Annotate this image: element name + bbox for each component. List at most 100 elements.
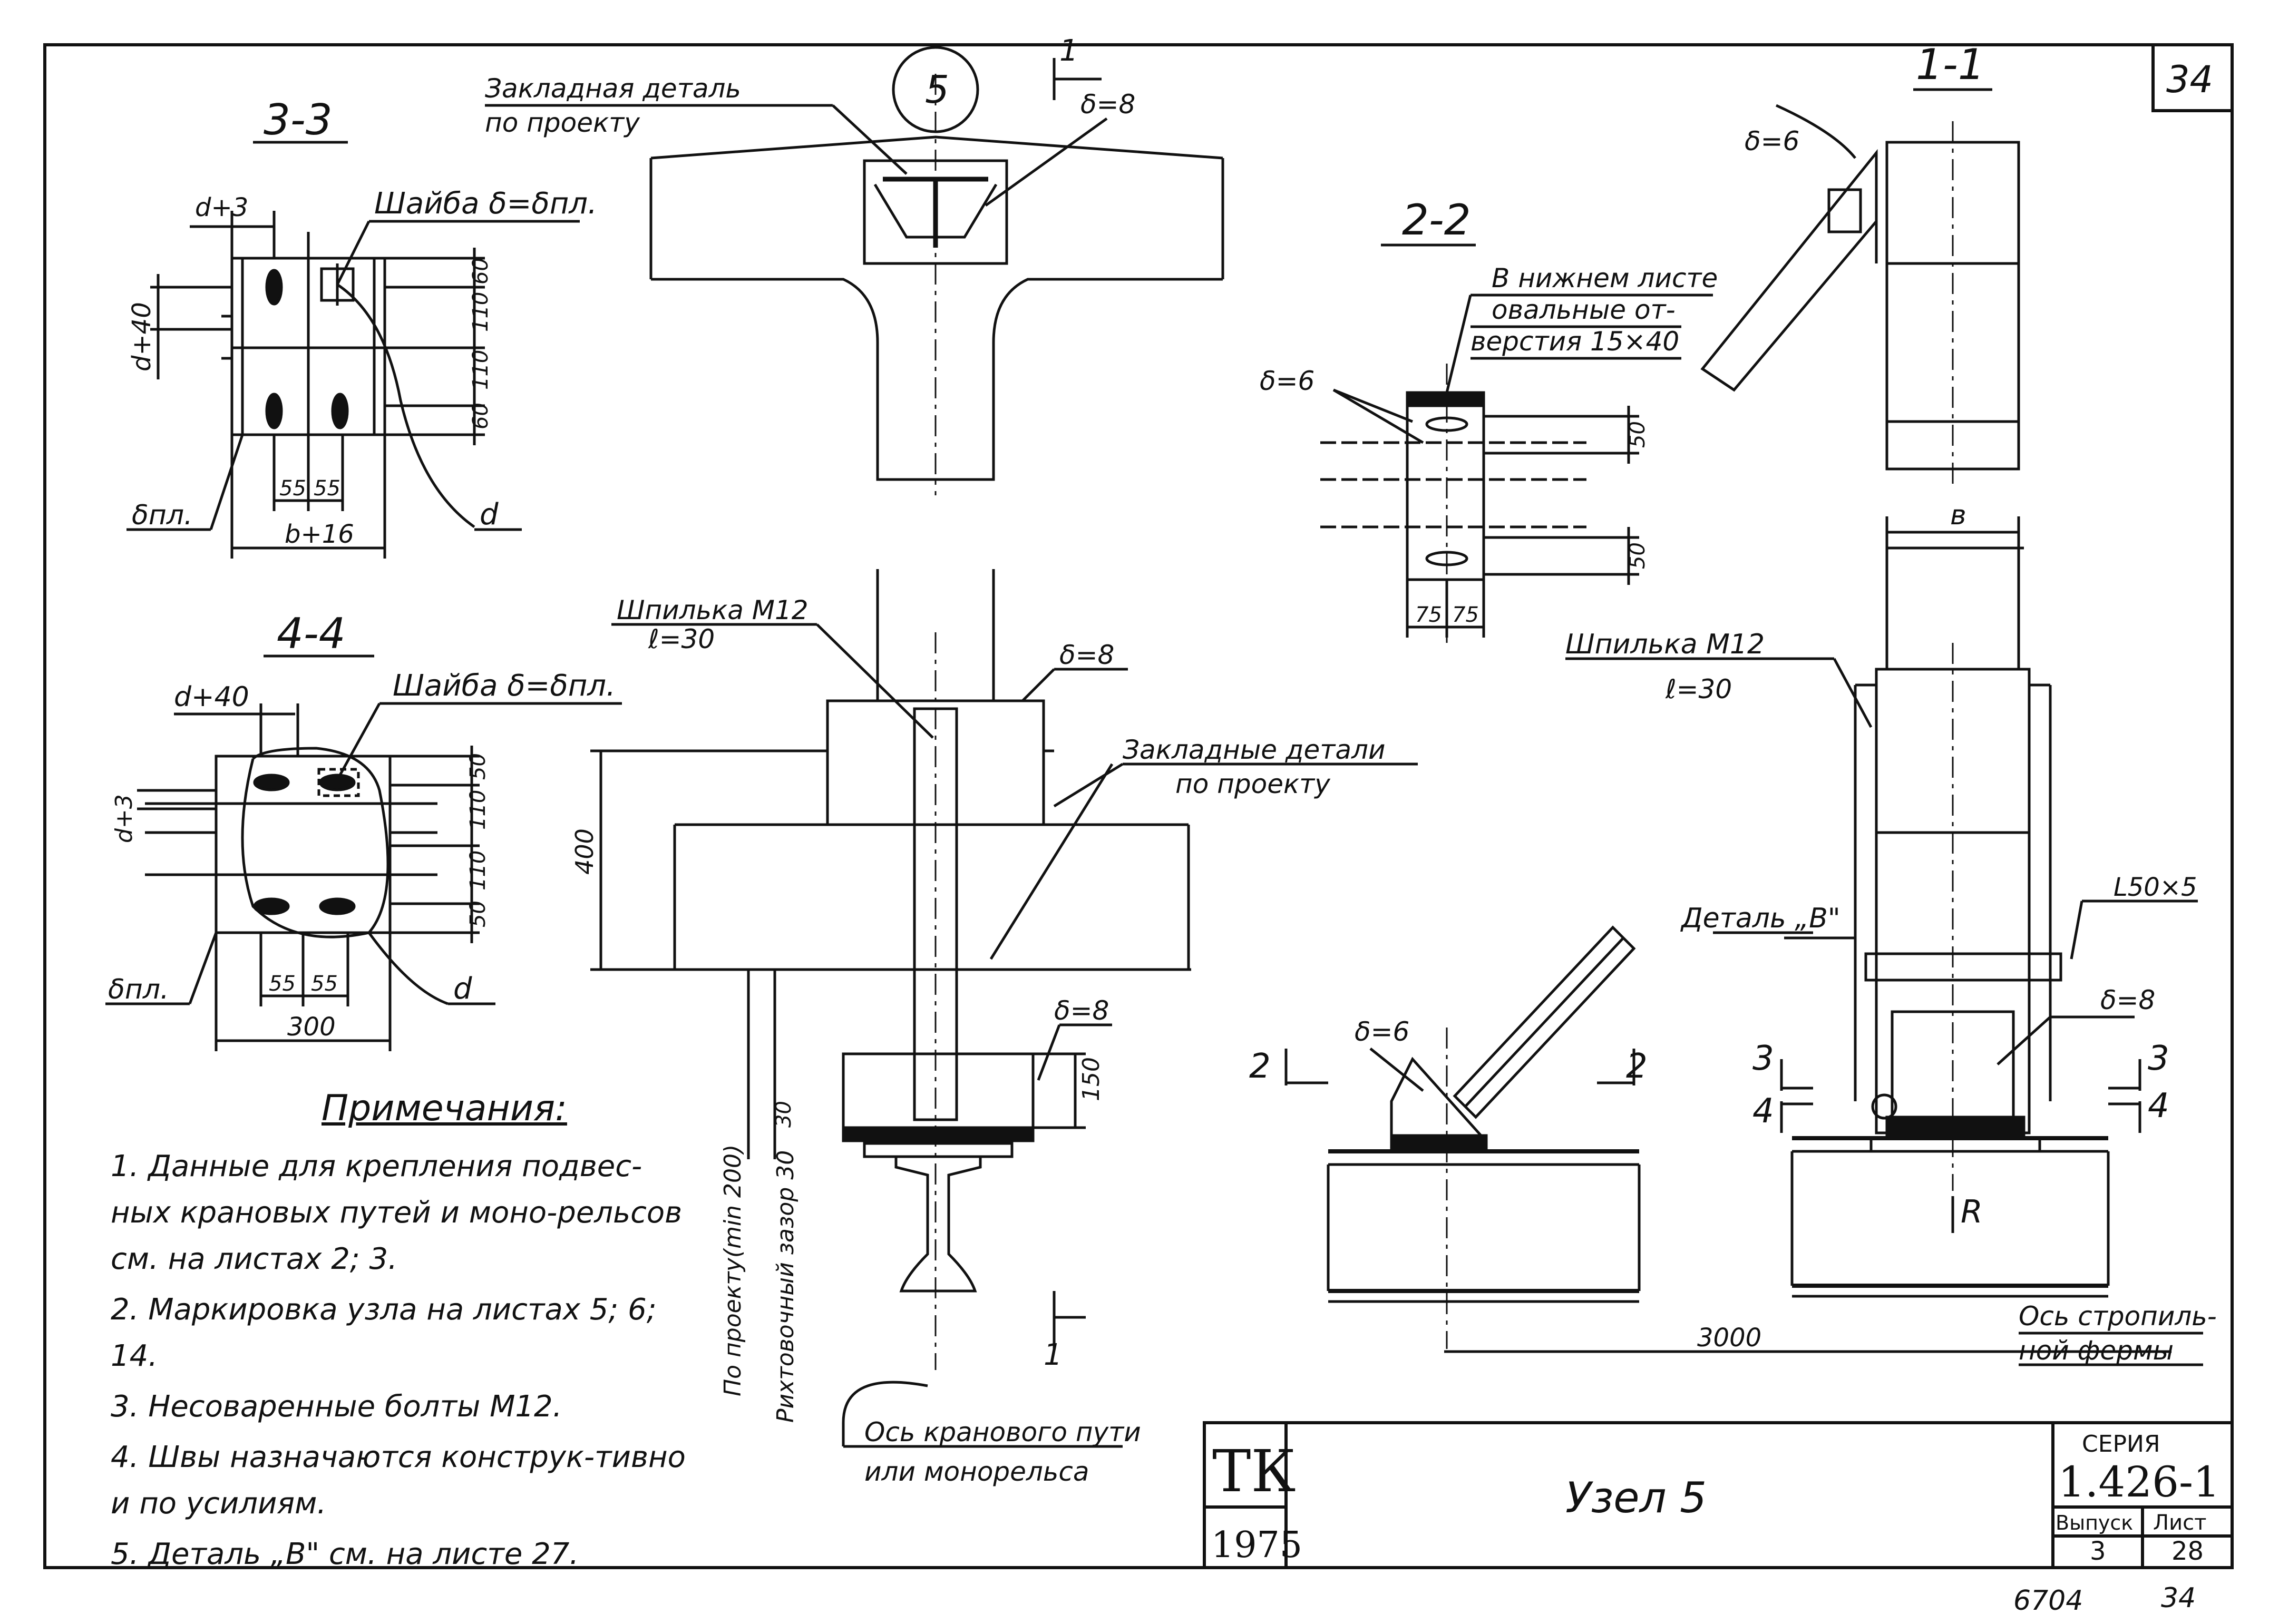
section-1-1-delta8: δ=8 — [2100, 985, 2155, 1015]
title-block-title: Узел 5 — [1565, 1473, 1707, 1522]
section-1-1-mark-4-right: 4 — [2148, 1087, 2169, 1126]
footer-page: 34 — [2161, 1582, 2196, 1614]
brace-mark-2-right: 2 — [1626, 1047, 1648, 1086]
top-embedded-label-2: по проекту — [485, 107, 640, 138]
section-4-4-dim-d40: d+40 — [174, 681, 249, 713]
section-1-1-detail-b: Деталь „В" — [1680, 903, 1840, 934]
section-3-3-dim-width: b+16 — [285, 520, 354, 549]
notes-heading: Примечания: — [322, 1088, 567, 1129]
section-4-4-dim-bottom-1: 55 — [269, 972, 296, 996]
section-1-1-title: 1-1 — [1916, 40, 1985, 89]
center-delta8-top: δ=8 — [1059, 640, 1114, 670]
center-cut-mark: 1 — [1044, 1338, 1063, 1372]
center-vertical-label-2: Рихтовочный зазор 30 — [772, 1150, 799, 1423]
section-2-2-note-1: В нижнем листе — [1492, 263, 1718, 294]
note-item-5: 5. Деталь „В" см. на листе 27. — [111, 1537, 579, 1571]
top-delta8: δ=8 — [1080, 89, 1135, 120]
section-4-4-dim-bottom-2: 55 — [311, 972, 338, 996]
center-hanger-view — [590, 569, 1418, 1448]
section-1-1-delta6: δ=6 — [1745, 126, 1799, 156]
section-3-3-dim-d40: d+40 — [127, 302, 157, 371]
center-dim-30: 30 — [772, 1101, 796, 1128]
center-vertical-label-1: По проекту(min 200) — [719, 1144, 746, 1396]
center-axis-label-1: Ось кранового пути — [864, 1417, 1141, 1447]
section-4-4-dim-right-1: 50 — [466, 753, 490, 780]
section-1-1-mark-3-left: 3 — [1752, 1039, 1774, 1078]
brace-mark-2-left: 2 — [1249, 1047, 1271, 1086]
title-block-org: ТК — [1212, 1437, 1296, 1505]
section-3-3-dim-right-3: 110 — [469, 350, 493, 390]
section-1-1-stud-label-1: Шпилька М12 — [1565, 629, 1765, 660]
section-1-1-mark-4-left: 4 — [1752, 1092, 1774, 1131]
title-block — [1203, 1421, 2234, 1569]
section-1-1-dim-3000: 3000 — [1697, 1323, 1761, 1353]
section-4-4-dim-right-2: 110 — [466, 790, 490, 830]
section-2-2-note-3: верстия 15×40 — [1471, 326, 1679, 357]
section-3-3-dim-d3: d+3 — [195, 193, 248, 222]
section-3-3-label-plate: δпл. — [132, 500, 193, 531]
section-2-2-dim-bottom-2: 75 — [1452, 603, 1479, 627]
sheet-frame — [43, 43, 2234, 1569]
section-1-1-stud-label-2: ℓ=30 — [1665, 674, 1732, 705]
section-2-2 — [1320, 243, 1713, 643]
title-block-series-label: СЕРИЯ — [2082, 1431, 2160, 1457]
section-4-4 — [105, 654, 622, 1051]
section-4-4-dim-d3: d+3 — [111, 794, 138, 843]
note-item-3: 3. Несоваренные болты М12. — [111, 1390, 562, 1424]
center-axis-label-2: или монорельса — [864, 1456, 1089, 1487]
center-dim-150: 150 — [1078, 1057, 1105, 1101]
center-embedded-label-2: по проекту — [1175, 769, 1331, 799]
top-beam-view — [485, 46, 1224, 495]
section-1-1-load: R — [1961, 1193, 1983, 1230]
section-4-4-label-plate: δпл. — [108, 974, 169, 1005]
center-stud-label-1: Шпилька М12 — [617, 595, 809, 625]
center-dim-400: 400 — [570, 828, 599, 875]
section-3-3-dim-bottom-2: 55 — [314, 476, 340, 501]
brace-view — [1284, 925, 1641, 1349]
section-4-4-title: 4-4 — [277, 609, 346, 658]
center-embedded-label-1: Закладные детали — [1123, 735, 1385, 765]
section-3-3 — [126, 141, 580, 559]
top-cut-mark: 1 — [1059, 34, 1078, 68]
center-delta8-bottom: δ=8 — [1054, 995, 1109, 1026]
section-2-2-note-2: овальные от- — [1492, 295, 1676, 325]
section-2-2-delta6: δ=6 — [1260, 366, 1314, 396]
section-1-1 — [1444, 88, 2203, 1366]
title-block-sheet-label: Лист — [2153, 1511, 2206, 1535]
section-2-2-dim-bottom-1: 75 — [1415, 603, 1442, 627]
section-4-4-label-d: d — [453, 972, 472, 1006]
note-item-4: 4. Швы назначаются конструк-тивно и по у… — [111, 1440, 686, 1521]
section-1-1-truss-label-2: ной фермы — [2019, 1335, 2174, 1366]
section-1-1-truss-label-1: Ось стропиль- — [2019, 1301, 2217, 1332]
section-1-1-angle: L50×5 — [2114, 873, 2197, 902]
notes-list: 1. Данные для крепления подвес-ных крано… — [111, 1143, 690, 1582]
node-number: 5 — [925, 67, 949, 112]
section-4-4-washer: Шайба δ=δпл. — [393, 669, 616, 703]
section-1-1-mark-3-right: 3 — [2148, 1039, 2169, 1078]
section-2-2-dim-right-2: 50 — [1625, 542, 1650, 569]
section-3-3-dim-right-4: 60 — [469, 403, 493, 429]
sheet-number: 34 — [2166, 58, 2213, 101]
note-item-1: 1. Данные для крепления подвес-ных крано… — [111, 1149, 683, 1276]
center-stud-label-2: ℓ=30 — [648, 624, 715, 654]
title-block-series: 1.426-1 — [2058, 1457, 2220, 1506]
title-block-issue-label: Выпуск — [2056, 1511, 2133, 1534]
note-item-2: 2. Маркировка узла на листах 5; 6; 14. — [111, 1293, 657, 1373]
top-embedded-label-1: Закладная деталь — [485, 73, 741, 104]
section-3-3-dim-right-1: 60 — [469, 258, 493, 285]
title-block-issue: 3 — [2090, 1537, 2106, 1566]
brace-delta6: δ=6 — [1355, 1016, 1409, 1047]
section-4-4-dim-right-3: 110 — [466, 850, 490, 891]
section-3-3-dim-right-2: 110 — [469, 292, 493, 332]
section-4-4-dim-width: 300 — [287, 1012, 336, 1042]
section-3-3-washer: Шайба δ=δпл. — [374, 187, 597, 221]
title-block-year: 1975 — [1211, 1524, 1302, 1566]
section-2-2-dim-right-1: 50 — [1625, 421, 1650, 448]
section-1-1-dim-b: в — [1950, 500, 1966, 531]
section-3-3-title: 3-3 — [264, 95, 333, 144]
section-2-2-title: 2-2 — [1402, 195, 1471, 244]
footer-code: 6704 — [2013, 1585, 2083, 1617]
title-block-sheet: 28 — [2171, 1537, 2204, 1566]
section-3-3-label-d: d — [480, 497, 499, 532]
